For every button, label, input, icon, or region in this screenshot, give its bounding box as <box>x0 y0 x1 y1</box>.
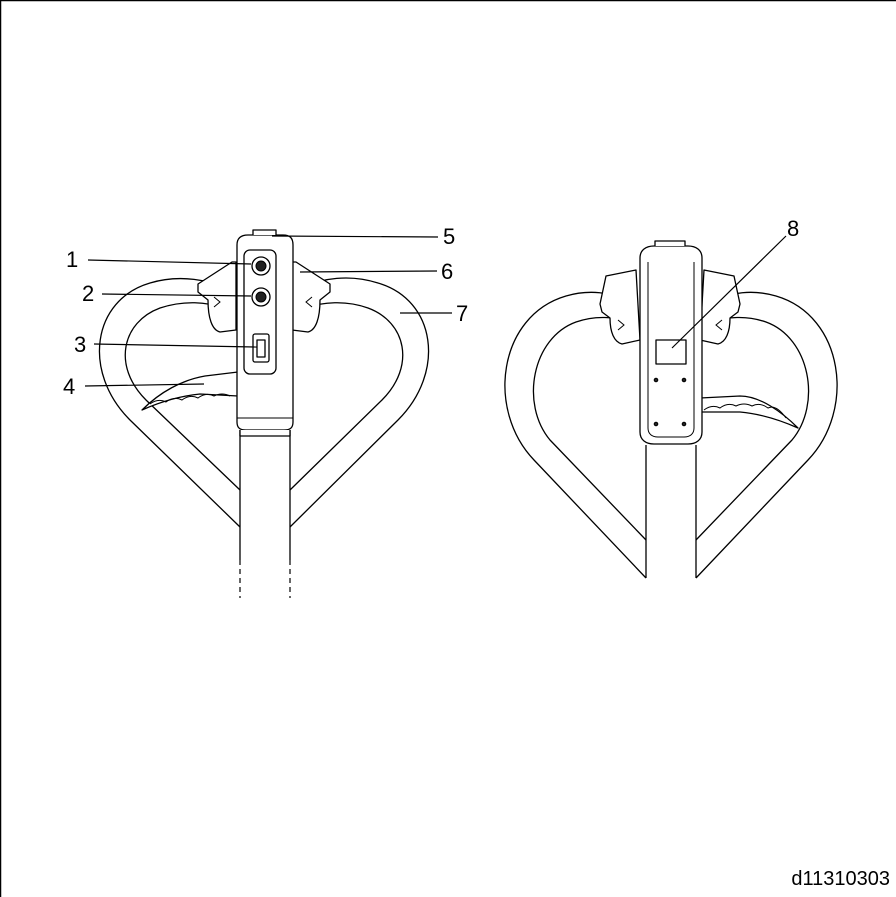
rear-screw <box>681 421 687 427</box>
callout-labels: 1 2 3 4 5 6 7 8 <box>63 216 799 399</box>
button-2-core <box>255 291 267 303</box>
rear-screw <box>681 377 687 383</box>
rear-top-cap <box>654 240 686 246</box>
front-head-collar <box>239 430 291 437</box>
rear-screw <box>653 421 659 427</box>
callout-2: 2 <box>82 281 94 306</box>
leader-5 <box>271 235 439 238</box>
front-handle-loop-inner <box>124 302 404 491</box>
callout-5: 5 <box>443 224 455 249</box>
callout-leaders <box>84 235 787 387</box>
button-1-core <box>255 260 267 272</box>
rear-left-grip-arrow <box>617 319 625 331</box>
callout-3: 3 <box>74 332 86 357</box>
front-left-grip-arrow <box>213 296 221 308</box>
front-belly-lever-ribs <box>149 393 231 405</box>
leader-1 <box>87 259 252 265</box>
front-top-cap <box>252 229 277 235</box>
rear-right-grip <box>699 269 741 345</box>
front-right-grip-arrow <box>305 296 313 308</box>
rear-handle-loop-outer <box>504 291 838 579</box>
label-plate-8 <box>655 339 687 365</box>
front-view <box>98 229 430 598</box>
callout-7: 7 <box>456 301 468 326</box>
front-left-grip <box>197 261 237 333</box>
rear-belly-lever <box>699 395 799 429</box>
callout-1: 1 <box>66 247 78 272</box>
front-belly-lever <box>141 371 239 411</box>
leader-3 <box>93 343 258 348</box>
leader-6 <box>299 270 438 273</box>
leader-2 <box>101 293 252 297</box>
switch-3-key <box>256 339 266 358</box>
callout-6: 6 <box>441 259 453 284</box>
leader-4 <box>84 383 205 387</box>
leader-8 <box>671 235 787 349</box>
callout-8: 8 <box>787 216 799 241</box>
callout-4: 4 <box>63 374 75 399</box>
rear-head-inner <box>647 262 695 438</box>
figure-id: d11310303 <box>791 868 890 890</box>
rear-belly-lever-ribs <box>703 403 787 419</box>
rear-view <box>504 240 838 579</box>
rear-screw <box>653 377 659 383</box>
rear-right-grip-arrow <box>715 319 723 331</box>
rear-left-grip <box>599 269 641 345</box>
